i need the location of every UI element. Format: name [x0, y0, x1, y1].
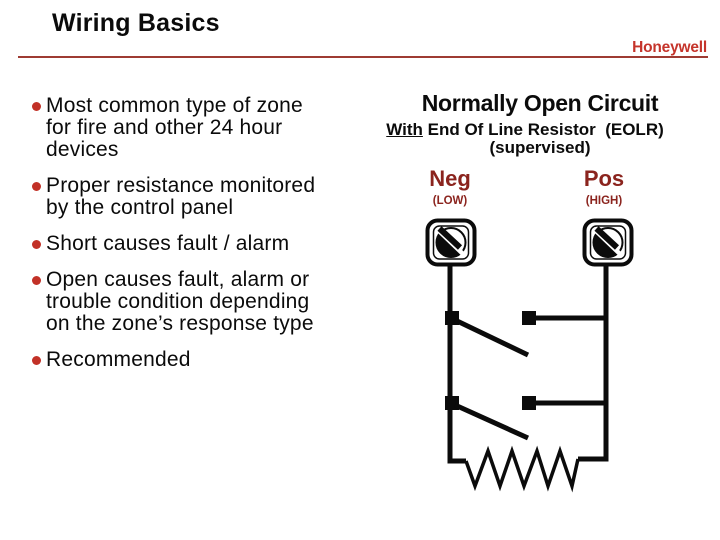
bullet-text: Recommended: [46, 348, 191, 371]
list-item: Recommended: [27, 349, 367, 371]
subheading-rest: End Of Line Resistor (EOLR): [422, 120, 664, 139]
neg-screw-terminal-icon: [425, 218, 477, 267]
list-item: Most common type of zone for fire and ot…: [27, 95, 367, 161]
switch2-right-contact: [522, 396, 536, 410]
bullet-list: Most common type of zone for fire and ot…: [27, 95, 367, 385]
switch1-right-contact: [522, 311, 536, 325]
neg-label: Neg: [429, 166, 471, 191]
list-item: Short causes fault / alarm: [27, 233, 367, 255]
bullet-text: Open causes fault, alarm or trouble cond…: [46, 268, 314, 335]
header-divider: [18, 56, 708, 58]
pos-wire: [578, 260, 609, 462]
circuit-diagram: [425, 218, 634, 493]
list-item: Open causes fault, alarm or trouble cond…: [27, 269, 367, 335]
diagram-heading: Normally Open Circuit: [421, 90, 659, 116]
neg-sublabel: (LOW): [432, 195, 468, 207]
neg-terminal-label: Neg (LOW): [398, 167, 502, 208]
bullet-text: Proper resistance monitored by the contr…: [46, 174, 316, 219]
eol-resistor: [464, 445, 580, 493]
bullet-icon: [32, 240, 41, 249]
pos-screw-terminal-icon: [582, 218, 634, 267]
bullet-icon: [32, 182, 41, 191]
diagram-subheading: With End Of Line Resistor (EOLR): [360, 120, 690, 140]
bullet-icon: [32, 276, 41, 285]
pos-terminal-label: Pos (HIGH): [552, 167, 656, 208]
bullet-icon: [32, 102, 41, 111]
switch1-blade: [453, 317, 530, 358]
bullet-text: Short causes fault / alarm: [46, 232, 290, 255]
list-item: Proper resistance monitored by the contr…: [27, 175, 367, 219]
switch2-blade: [453, 402, 530, 441]
bullet-text: Most common type of zone for fire and ot…: [46, 94, 303, 161]
honeywell-logo: Honeywell: [632, 39, 707, 56]
pos-sublabel: (HIGH): [585, 195, 623, 207]
diagram-subheading-line2: (supervised): [489, 138, 591, 157]
subheading-underlined: With: [386, 120, 423, 139]
page-title: Wiring Basics: [52, 9, 220, 37]
neg-wire: [447, 260, 466, 464]
pos-label: Pos: [583, 166, 625, 191]
bullet-icon: [32, 356, 41, 365]
